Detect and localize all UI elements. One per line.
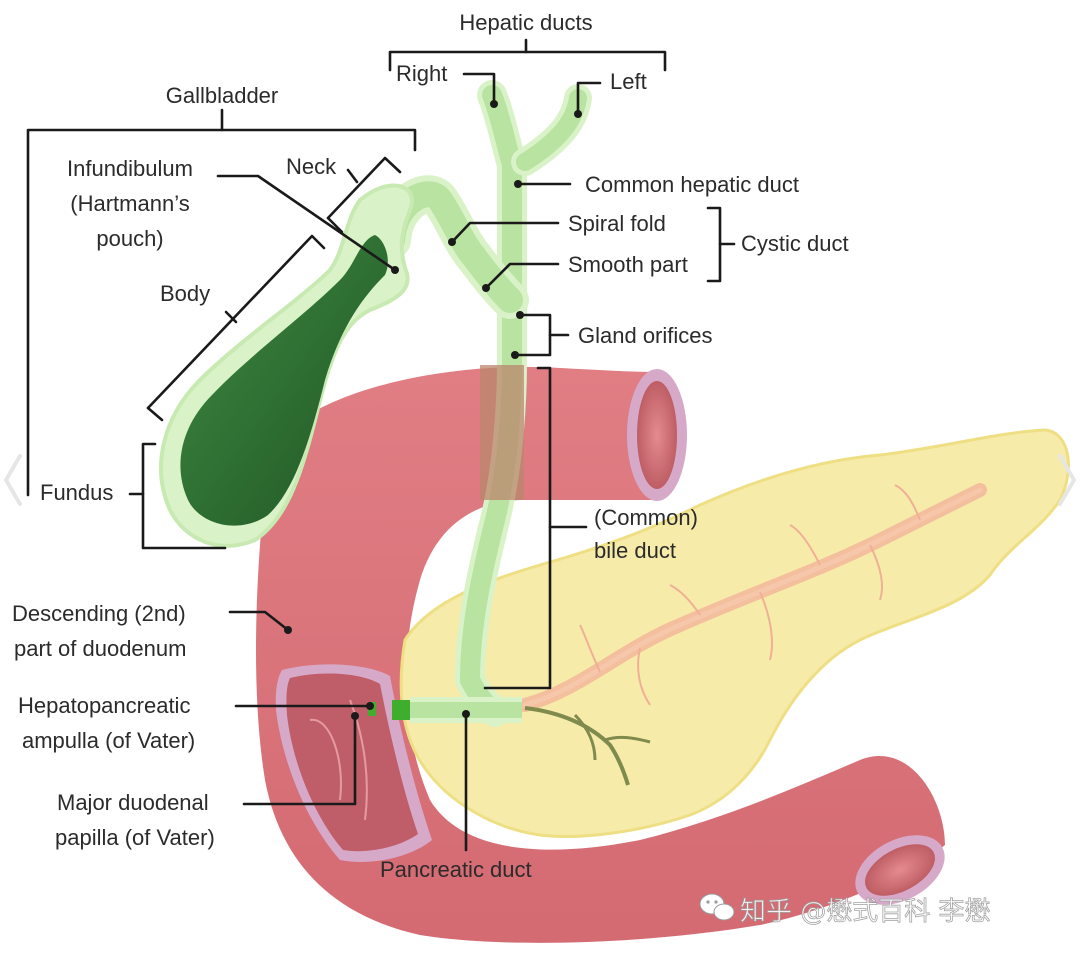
label-ampulla-line1: Hepatopancreatic [18,693,190,718]
duodenum-body [256,366,945,943]
label-common-hepatic-duct: Common hepatic duct [585,172,799,197]
label-common-bile-duct-line1: (Common) [594,505,698,530]
label-ampulla-line2: ampulla (of Vater) [22,728,195,753]
label-gland-orifices: Gland orifices [578,323,713,348]
label-descending-duodenum-line1: Descending (2nd) [12,601,186,626]
label-right-hepatic-duct: Right [396,61,447,86]
label-smooth-part: Smooth part [568,252,688,277]
label-neck: Neck [286,154,337,179]
watermark-text: 知乎 @懋式百科 李懋 [740,897,991,927]
labels: Hepatic ducts Right Left Gallbladder Nec… [12,10,849,882]
chevron-right-icon [1058,454,1077,506]
prev-image-button[interactable] [0,440,26,520]
label-left-hepatic-duct: Left [610,69,647,94]
watermark: 知乎 @懋式百科 李懋 [699,893,991,927]
label-descending-duodenum-line2: part of duodenum [14,636,186,661]
label-papilla-line1: Major duodenal [57,790,209,815]
cbd-retroduodenal [480,365,524,500]
label-infundibulum-line1: Infundibulum [67,156,193,181]
label-gallbladder: Gallbladder [166,83,279,108]
label-papilla-line2: papilla (of Vater) [55,825,215,850]
pancreas [399,428,1070,838]
label-body: Body [160,281,210,306]
label-infundibulum-line2: (Hartmann’s [70,191,189,216]
label-hepatic-ducts: Hepatic ducts [459,10,592,35]
leader-lines [26,38,736,852]
next-image-button[interactable] [1054,440,1080,520]
biliary-tree [159,80,592,727]
label-infundibulum-line3: pouch) [96,226,163,251]
label-pancreatic-duct: Pancreatic duct [380,857,532,882]
chevron-left-icon [3,454,22,506]
label-spiral-fold: Spiral fold [568,211,666,236]
label-cystic-duct: Cystic duct [741,231,849,256]
label-fundus: Fundus [40,480,113,505]
papilla-marker [392,700,410,720]
label-common-bile-duct-line2: bile duct [594,538,676,563]
wechat-icon [699,893,735,921]
